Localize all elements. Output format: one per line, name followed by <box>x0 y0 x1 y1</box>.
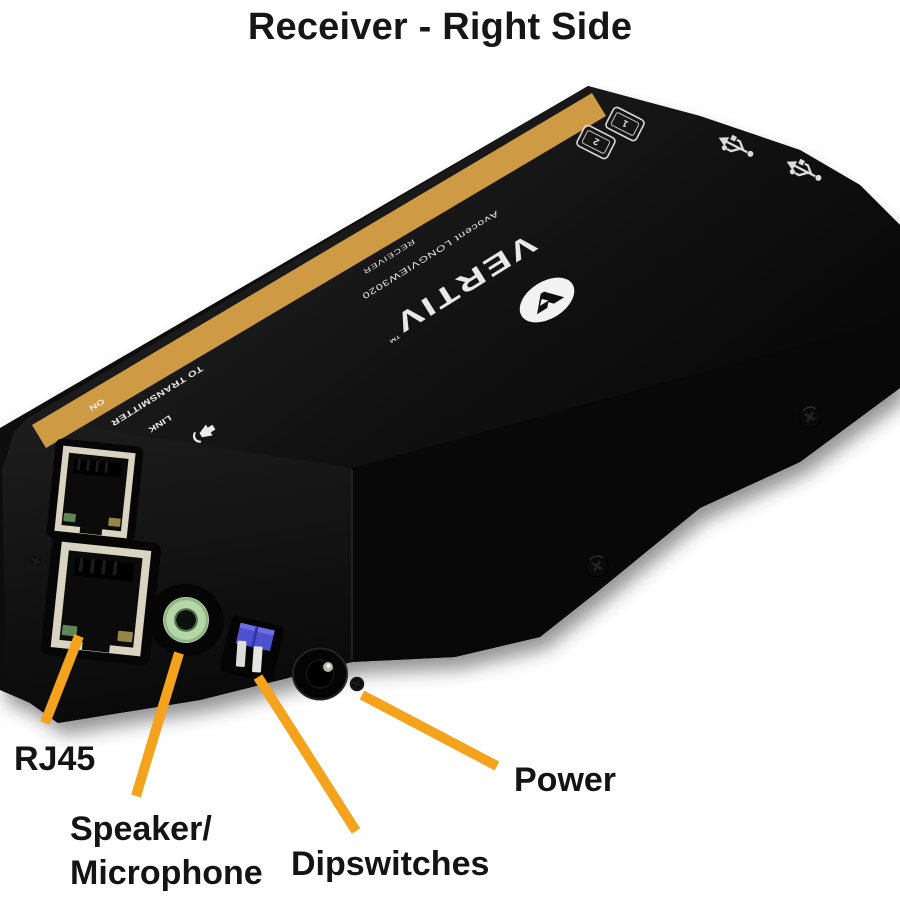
display2-icon: 2 <box>576 124 616 160</box>
rj45-1-led-green <box>63 512 76 523</box>
screw-port-face-right <box>349 676 365 692</box>
screw-side-face-2 <box>585 554 609 578</box>
page-title: Receiver - Right Side <box>247 6 633 48</box>
power-jack <box>292 647 348 701</box>
dipswitch-lever-2 <box>251 646 263 673</box>
device-top-face <box>28 86 900 468</box>
vertiv-logo-mark <box>519 277 575 323</box>
rj45-port-1 <box>46 438 144 546</box>
callout-line-dipswitches <box>253 674 361 834</box>
display2-number: 2 <box>592 135 602 147</box>
label-speaker-line2: Microphone <box>70 854 263 892</box>
rj45-port-2 <box>40 532 162 666</box>
callout-line-rj45 <box>40 634 84 725</box>
label-rj45: RJ45 <box>14 740 95 778</box>
usb-icon-2 <box>786 158 822 181</box>
speaker-icon <box>192 424 216 443</box>
audio-jack <box>148 583 224 657</box>
rj45-1-led-amber <box>108 517 121 527</box>
callout-line-power <box>359 690 500 771</box>
dipswitch-lever-1 <box>235 640 247 667</box>
usb-icon-1 <box>718 134 754 157</box>
label-dipswitches: Dipswitches <box>291 845 489 883</box>
dipswitch-block <box>220 615 284 683</box>
screw-port-face-left <box>28 553 44 569</box>
rj45-2-led-amber <box>117 630 133 643</box>
screw-side-face-1 <box>798 405 822 429</box>
rj45-2-led-green <box>61 624 78 637</box>
label-power: Power <box>514 761 616 799</box>
callout-line-speaker <box>131 651 184 798</box>
accent-stripe <box>32 93 606 448</box>
device-right-face <box>352 318 900 662</box>
display1-icon: 1 <box>605 106 645 142</box>
label-speaker-line1: Speaker/ <box>70 810 212 848</box>
display1-number: 1 <box>620 117 630 130</box>
